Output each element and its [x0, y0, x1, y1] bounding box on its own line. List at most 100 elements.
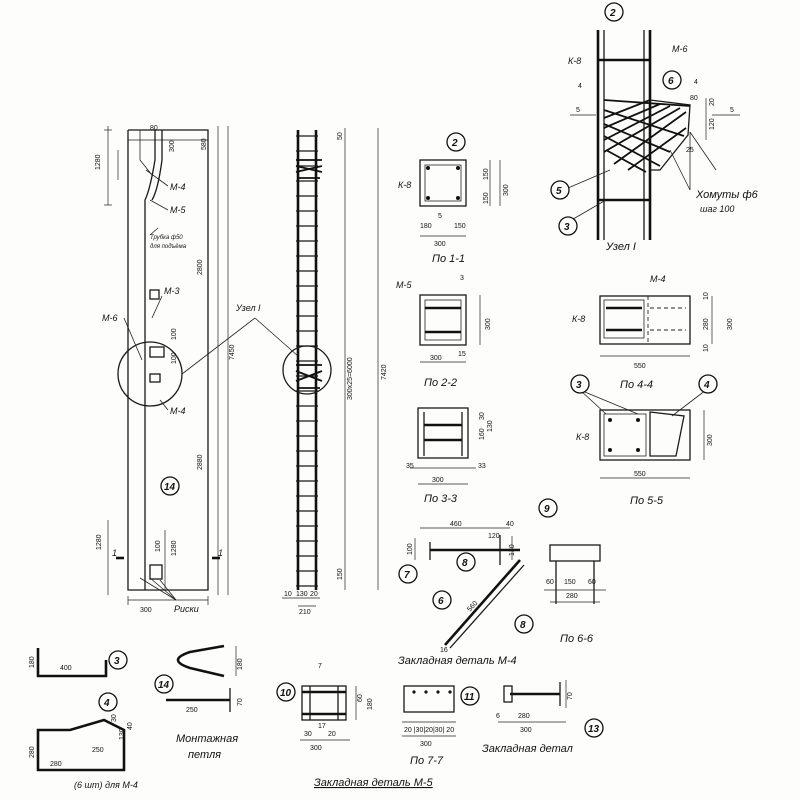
dim-30-m5: 30	[304, 731, 312, 738]
label-m5: М-5	[170, 205, 186, 215]
label-m4-s44: М-4	[650, 274, 666, 284]
dim-25-node: 25	[686, 147, 694, 154]
dim-300-base: 300	[140, 607, 152, 614]
mounting-loop: 14 250 70 180 Монтажная петля	[154, 644, 244, 761]
dim-35-s33: 35	[406, 463, 414, 470]
dim-10-s44-top: 10	[703, 292, 710, 300]
dim-130-s33: 130	[487, 420, 494, 432]
dim-60-m5: 60	[357, 694, 364, 702]
dim-150-s66: 150	[564, 579, 576, 586]
callout-14: 14	[164, 482, 176, 493]
dim-70-loop: 70	[237, 698, 244, 706]
label-node-i: Узел I	[235, 303, 261, 313]
section-6-6: 8 60 150 60 280 По 6-6	[514, 544, 606, 645]
dim-7-m5: 7	[318, 663, 322, 670]
dim-100-rod-low: 100	[171, 352, 178, 364]
dim-550-s44: 550	[634, 363, 646, 370]
callout-13-m3: 13	[588, 724, 600, 735]
label-m4-low: М-4	[170, 406, 186, 416]
callout-10-m5: 10	[280, 688, 292, 699]
cut-1-left: 1	[112, 548, 117, 558]
dim-250-loop: 250	[186, 707, 198, 714]
dim-130-bar4: 130	[119, 728, 126, 740]
dim-6-m3: 6	[496, 713, 500, 720]
cut-5-left: 5	[576, 107, 580, 114]
dim-150-bottom: 150	[337, 568, 344, 580]
callout-9-m4: 9	[544, 504, 550, 515]
caption-loop-1: Монтажная	[176, 733, 238, 745]
dim-15-s22: 15	[458, 351, 466, 358]
dim-280-m3: 280	[518, 713, 530, 720]
caption-section-3-3: По 3-3	[424, 493, 458, 505]
dim-60-s66-right: 60	[588, 579, 596, 586]
dim-50: 50	[337, 132, 344, 140]
dim-400: 400	[60, 665, 72, 672]
dim-10: 10	[284, 591, 292, 598]
dim-120-node: 120	[709, 118, 716, 130]
caption-section-7-7: По 7-7	[410, 755, 444, 767]
callout-6-node: 6	[668, 76, 674, 87]
dim-5-s11: 5	[438, 213, 442, 220]
m4-plate	[149, 373, 161, 383]
dim-120-m4: 120	[488, 533, 500, 540]
callout-7-m4: 7	[404, 570, 410, 581]
callout-3-bar: 3	[114, 656, 120, 667]
m3-detail: 13 6 280 300 70 Закладная детал	[482, 680, 604, 755]
dim-180-m5: 180	[367, 698, 374, 710]
dim-20: 20	[310, 591, 318, 598]
m5-detail: 10 7 17 300 60 180 30 20 Закладная детал…	[276, 663, 434, 789]
callout-8-m4: 8	[462, 558, 468, 569]
callout-6-m4: 6	[438, 596, 444, 607]
dim-130: 130	[296, 591, 308, 598]
column-elevation: 1280 1280 80 300 580 2800 7450 2880 М-4 …	[95, 125, 299, 614]
dim-280-s44: 280	[703, 318, 710, 330]
caption-section-1-1: По 1-1	[432, 253, 465, 265]
dim-180-loop: 180	[237, 658, 244, 670]
label-m6-node: М-6	[672, 44, 688, 54]
dim-1280-top: 1280	[95, 154, 102, 170]
dim-280-bar4: 280	[50, 761, 62, 768]
cut-1-right: 1	[218, 548, 223, 558]
dim-300-s22: 300	[485, 318, 492, 330]
label-m6: М-6	[102, 313, 118, 323]
dim-30-s33: 30	[479, 412, 486, 420]
dim-300-s77: 300	[420, 741, 432, 748]
dim-150-b: 150	[483, 192, 490, 204]
dim-100-rod-top: 100	[171, 328, 178, 340]
dim-10-s44-bottom: 10	[703, 344, 710, 352]
dim-300-s33: 300	[432, 477, 444, 484]
dim-1280-base: 1280	[171, 540, 178, 556]
dim-280-bar4-h: 280	[29, 746, 36, 758]
label-riski: Риски	[174, 604, 199, 614]
dim-300-s11: 300	[503, 184, 510, 196]
callout-5-node: 5	[556, 186, 562, 197]
dim-250-bar4: 250	[92, 747, 104, 754]
bar-3: 3 400 180	[29, 648, 128, 678]
dim-300-s44: 300	[727, 318, 734, 330]
dim-180-bar3: 180	[29, 656, 36, 668]
dim-60-s66-left: 60	[546, 579, 554, 586]
dim-20-node: 20	[709, 98, 716, 106]
dim-100-m4: 100	[407, 543, 414, 555]
dims-s77-cells: 20 |30|20|30| 20	[404, 727, 454, 734]
callout-4-bar: 4	[103, 698, 110, 709]
label-m3: М-3	[164, 286, 180, 296]
caption-section-4-4: По 4-4	[620, 379, 653, 391]
label-k8-s11: К-8	[398, 180, 411, 190]
dim-40-bar4: 40	[127, 722, 134, 730]
callout-2-s11: 2	[451, 138, 458, 149]
label-tube: Трубка ф50	[150, 235, 183, 241]
dim-300-s11-bottom: 300	[434, 241, 446, 248]
dim-2880: 2880	[197, 454, 204, 470]
callout-2-node: 2	[609, 8, 616, 19]
dim-550-s55: 550	[634, 471, 646, 478]
label-step: шаг 100	[700, 204, 734, 214]
section-7-7: 11 20 |30|20|30| 20 300 По 7-7	[402, 685, 480, 767]
caption-section-5-5: По 5-5	[630, 495, 664, 507]
dim-16-m4: 16	[440, 647, 448, 654]
caption-loop-2: петля	[188, 749, 221, 761]
dim-30-bar4: 30	[111, 714, 118, 722]
dim-7450: 7450	[229, 344, 236, 360]
